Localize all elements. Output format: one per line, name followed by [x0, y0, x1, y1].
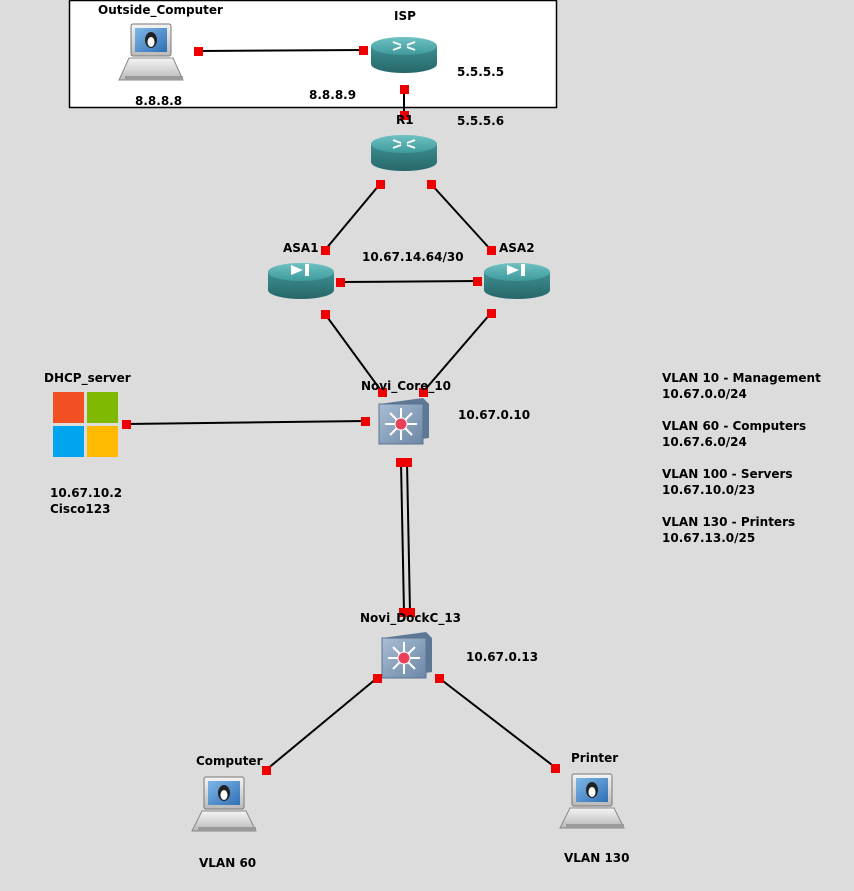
dhcp-server-ip: 10.67.10.2 [50, 486, 123, 500]
links [125, 49, 557, 771]
asa2-label: ASA2 [499, 241, 535, 255]
link-asa1-core [324, 313, 383, 393]
dhcp-server-password: Cisco123 [50, 502, 111, 516]
port-marker [427, 180, 436, 189]
link-asa1-asa2 [339, 280, 479, 283]
printer-label: Printer [571, 751, 619, 765]
port-marker [321, 310, 330, 319]
port-marker [419, 388, 428, 397]
vlan-100-name: VLAN 100 - Servers [662, 467, 793, 481]
asa2-firewall-icon[interactable] [484, 263, 550, 299]
port-marker [403, 458, 412, 467]
outside-computer-label: Outside_Computer [98, 3, 223, 17]
port-marker [262, 766, 271, 775]
asa1-firewall-icon[interactable] [268, 263, 334, 299]
port-marker [400, 85, 409, 94]
port-marker [376, 180, 385, 189]
port-marker [396, 458, 405, 467]
computer-label: Computer [196, 754, 263, 768]
port-marker [435, 674, 444, 683]
r1-router-icon[interactable] [371, 135, 437, 171]
r1-label: R1 [396, 113, 414, 127]
port-markers [122, 46, 560, 775]
dhcp-server-label: DHCP_server [44, 371, 131, 385]
core-switch-icon[interactable] [378, 398, 429, 445]
link-outside-isp [197, 49, 364, 52]
vlan-100-subnet: 10.67.10.0/23 [662, 483, 756, 497]
r1-ip: 5.5.5.6 [457, 114, 505, 128]
isp-label: ISP [394, 9, 416, 23]
vlan-130-subnet: 10.67.13.0/25 [662, 531, 756, 545]
vlan-60-name: VLAN 60 - Computers [662, 419, 807, 433]
vlan-130-name: VLAN 130 - Printers [662, 515, 796, 529]
port-marker [359, 46, 368, 55]
isp-ip: 5.5.5.5 [457, 65, 505, 79]
asa-link-subnet: 10.67.14.64/30 [362, 250, 464, 264]
port-marker [373, 674, 382, 683]
port-marker [336, 278, 345, 287]
computer-vlan: VLAN 60 [199, 856, 257, 870]
port-marker [122, 420, 131, 429]
dock-switch-label: Novi_DockC_13 [360, 611, 462, 625]
vlan-60-subnet: 10.67.6.0/24 [662, 435, 747, 449]
port-marker [487, 309, 496, 318]
link-dhcp-core [125, 420, 367, 425]
link-core-dock-a [400, 461, 405, 613]
printer-icon[interactable] [559, 773, 625, 829]
dock-switch-ip: 10.67.0.13 [466, 650, 539, 664]
printer-vlan: VLAN 130 [564, 851, 630, 865]
port-marker [551, 764, 560, 773]
port-marker [321, 246, 330, 255]
port-marker [378, 388, 387, 397]
link-r1-asa2 [430, 183, 492, 251]
port-marker [194, 47, 203, 56]
outside-computer-icon[interactable] [118, 23, 184, 81]
asa1-label: ASA1 [283, 241, 319, 255]
core-switch-label: Novi_Core_10 [361, 379, 452, 393]
link-r1-asa1 [324, 183, 381, 251]
port-marker [473, 277, 482, 286]
port-marker [487, 246, 496, 255]
outside-computer-ip: 8.8.8.8 [135, 94, 183, 108]
vlan-10-name: VLAN 10 - Management [662, 371, 821, 385]
link-asa2-core [422, 312, 492, 393]
link-dock-computer [265, 677, 378, 771]
link-core-dock-b [406, 461, 411, 613]
computer-icon[interactable] [191, 776, 257, 832]
core-switch-ip: 10.67.0.10 [458, 408, 531, 422]
port-marker [406, 608, 415, 617]
isp-router-icon[interactable] [371, 37, 437, 73]
dock-switch-icon[interactable] [381, 632, 432, 679]
isp-link-ip: 8.8.8.9 [309, 88, 357, 102]
port-marker [361, 417, 370, 426]
port-marker [399, 608, 408, 617]
port-marker [400, 111, 409, 120]
vlan-10-subnet: 10.67.0.0/24 [662, 387, 747, 401]
link-dock-printer [438, 677, 557, 769]
dhcp-server-windows-icon[interactable] [53, 392, 118, 457]
